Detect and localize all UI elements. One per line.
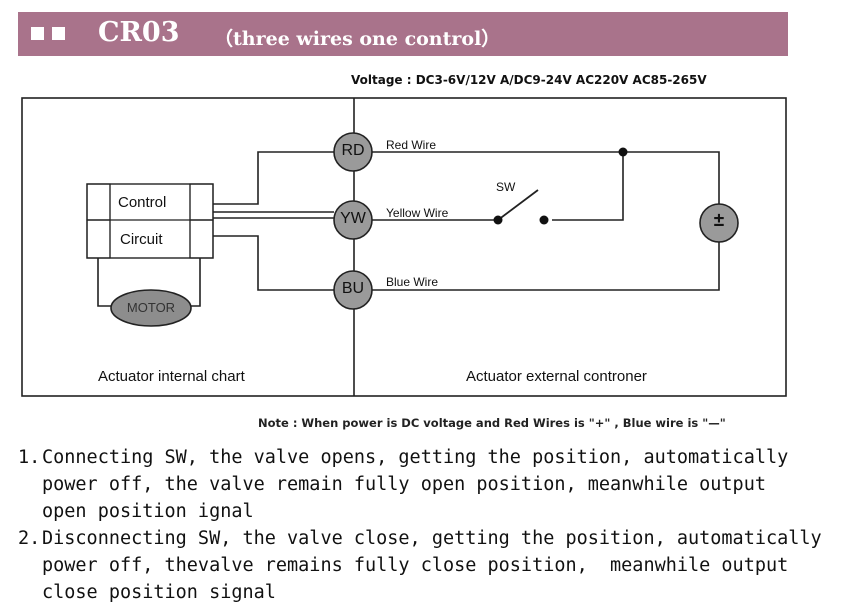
model-subtitle: （three wires one control） <box>214 28 501 50</box>
instruction-number: 1. <box>18 447 41 468</box>
instruction-item: 2. Disconnecting SW, the valve close, ge… <box>18 525 844 606</box>
rd-terminal <box>333 132 373 172</box>
wiring-diagram-graphic <box>21 97 787 397</box>
yw-terminal-label: YW <box>340 210 366 227</box>
instruction-number: 2. <box>18 528 41 549</box>
voltage-spec: Voltage : DC3-6V/12V A/DC9-24V AC220V AC… <box>351 73 707 87</box>
circuit-label: Circuit <box>120 231 163 248</box>
switch-lever <box>497 189 539 221</box>
red-wire-label: Red Wire <box>386 138 437 152</box>
switch-label: SW <box>496 180 516 194</box>
instruction-list: 1. Connecting SW, the valve opens, getti… <box>18 444 844 606</box>
model-code: CR03 <box>98 17 180 48</box>
title-banner: CR03 （three wires one control） <box>18 12 788 56</box>
square-icon <box>31 27 44 40</box>
plus-minus-symbol: ± <box>713 210 725 231</box>
red-wire-line <box>213 151 334 205</box>
junction-dot <box>618 147 628 157</box>
bu-terminal <box>333 270 373 310</box>
diagram-frame <box>21 97 787 397</box>
external-controller-caption: Actuator external controner <box>466 368 647 385</box>
instruction-text: Disconnecting SW, the valve close, getti… <box>42 528 822 603</box>
polarity-note: Note : When power is DC voltage and Red … <box>258 416 726 430</box>
power-source <box>699 203 739 243</box>
switch-contact <box>493 215 503 225</box>
motor-label: MOTOR <box>126 300 176 315</box>
motor-left-lead <box>97 258 114 307</box>
wiring-diagram: RD YW BU Red Wire Yellow Wire Blue Wire … <box>21 97 787 397</box>
bu-terminal-label: BU <box>341 280 365 297</box>
control-label: Control <box>118 194 167 211</box>
motor-right-lead <box>188 258 201 307</box>
motor-ellipse <box>110 289 192 327</box>
internal-chart-caption: Actuator internal chart <box>98 368 245 385</box>
instruction-text: Connecting SW, the valve opens, getting … <box>42 447 789 522</box>
instruction-item: 1. Connecting SW, the valve opens, getti… <box>18 444 844 525</box>
blue-wire-line <box>213 235 334 291</box>
blue-wire-label: Blue Wire <box>386 275 439 289</box>
yw-terminal <box>333 200 373 240</box>
switch-contact <box>539 215 549 225</box>
rd-terminal-label: RD <box>341 142 365 159</box>
yellow-wire-label: Yellow Wire <box>386 206 449 220</box>
square-icon <box>52 27 65 40</box>
